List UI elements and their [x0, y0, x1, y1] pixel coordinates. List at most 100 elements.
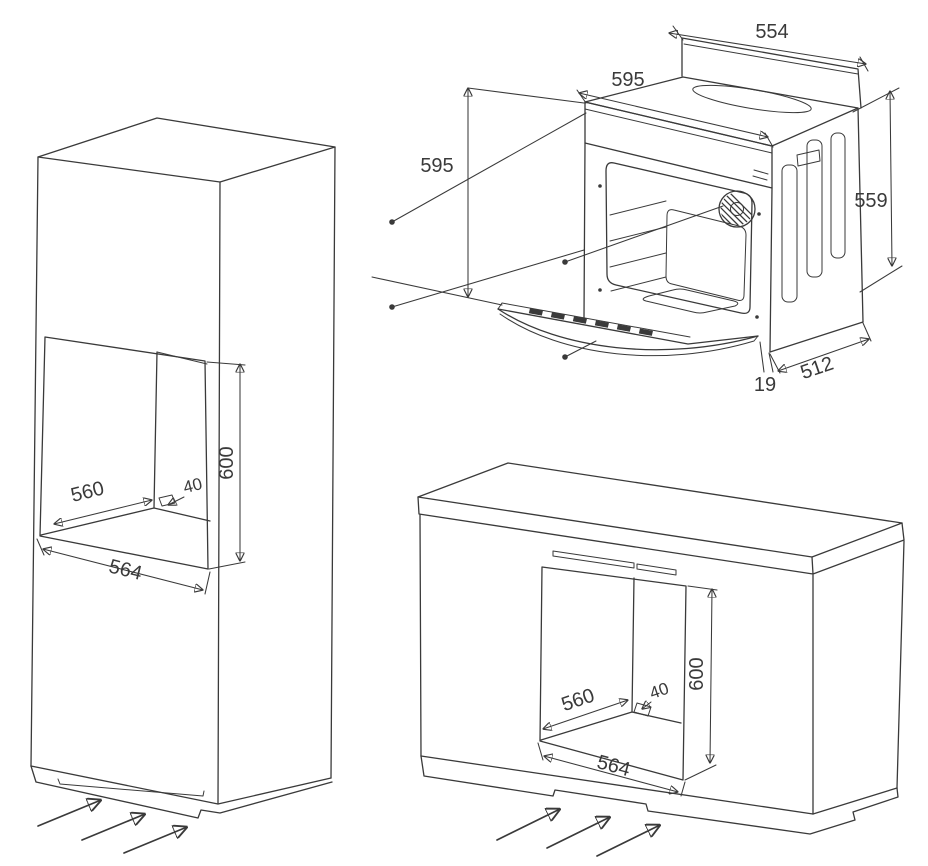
dim-554-label: 554 [755, 21, 788, 43]
airflow-arrow-icon [37, 800, 101, 827]
rear-spacer-block [633, 702, 652, 717]
oven-cavity-interior [609, 190, 756, 314]
dim-40-leader [168, 496, 185, 505]
body-back-right-edge [896, 540, 905, 789]
niche-opening [539, 566, 687, 781]
door-top-edge [497, 308, 759, 345]
dim-40-label: 40 [647, 679, 671, 703]
airflow-arrow-icon [123, 827, 187, 854]
leader-line [391, 249, 585, 308]
dim-560-line [54, 500, 152, 524]
frame-screw-hole [755, 315, 759, 319]
dim-559-extensions [852, 87, 903, 293]
top-recess-oval [692, 84, 812, 114]
tall-cabinet-niche [39, 336, 211, 570]
dim-40-leader [642, 702, 652, 709]
dim-554-line [669, 33, 866, 64]
side-vent-slot [830, 132, 846, 259]
door-vent-slot [594, 320, 609, 328]
airflow-arrow-icon [546, 817, 610, 849]
plinth-outline [30, 765, 333, 819]
dim-564-label: 564 [107, 555, 145, 584]
niche-back-corner [153, 351, 158, 509]
frame-screw-hole [757, 212, 761, 216]
dim-512-extensions [769, 322, 872, 374]
airflow-arrow-icon [496, 809, 560, 841]
dim-19-label: 19 [754, 374, 776, 396]
oven-dimensions: 554 595 595 559 5 [371, 21, 903, 396]
anti-tilt-strip [552, 550, 677, 576]
airflow-arrow-icon [596, 825, 660, 857]
frame-right-edge [769, 187, 773, 353]
countertop-front-face [417, 496, 905, 575]
cabinet-top-face [37, 117, 336, 183]
cabinet-back-right-edge [330, 146, 336, 779]
base-cabinet-dimensions: 600 560 40 564 [537, 585, 718, 797]
niche-back-corner [631, 577, 635, 713]
dim-512-line [778, 339, 869, 371]
countertop-top-face [417, 462, 903, 558]
tall-cabinet-airflow [37, 800, 187, 854]
base-cabinet-niche [539, 550, 687, 781]
body-left-edge [419, 514, 422, 757]
side-vent-slot [781, 164, 798, 303]
door-outer-curve [497, 308, 759, 351]
cabinet-front-right-edge [217, 181, 221, 805]
door-vent-slot [616, 324, 631, 332]
leader-dot [562, 259, 568, 265]
cavity-shelf-rails [609, 200, 667, 292]
niche-opening [39, 336, 209, 570]
dim-595-height-label: 595 [420, 155, 453, 177]
dim-600-extensions [206, 361, 246, 570]
niche-ceiling-back-edge [156, 351, 208, 365]
side-bottom-edge [769, 321, 864, 353]
tall-cabinet-view: 600 560 40 564 [30, 117, 336, 854]
dim-600-label: 600 [686, 657, 708, 690]
fan-icon [718, 190, 756, 228]
fan-hatching [720, 192, 754, 226]
dim-564-extensions [36, 538, 211, 595]
airflow-arrow-icon [81, 814, 145, 841]
dim-560-label: 560 [559, 684, 598, 716]
dim-559-line [890, 90, 892, 267]
base-cabinet-body [417, 462, 905, 835]
side-vent-slot [806, 139, 823, 278]
dim-560-line [543, 700, 628, 729]
dim-595-width-label: 595 [611, 69, 644, 91]
door-vent-slot [528, 308, 543, 316]
leader-dot [562, 354, 568, 360]
plinth-vent-slot [57, 778, 205, 797]
fan-hub-icon [730, 202, 744, 216]
door-inner-curve [499, 313, 759, 357]
cavity-opening [605, 162, 753, 315]
oven-control-panel [584, 101, 773, 189]
dim-595-height-extension [467, 87, 585, 104]
frame-left-edge [583, 142, 586, 319]
dim-600-extensions [684, 585, 718, 781]
oven-back-panel [681, 37, 862, 109]
dim-564-label: 564 [595, 751, 633, 781]
dim-595-height-extension-bottom [371, 276, 503, 306]
dim-40-label: 40 [181, 474, 204, 497]
door-vent-slot [572, 316, 587, 324]
body-bottom-right-edge [812, 787, 898, 815]
tall-cabinet-body [30, 117, 336, 819]
dim-564-line [43, 549, 203, 590]
dim-595-width-line [579, 93, 768, 137]
dim-554-extensions [672, 25, 869, 72]
plinth-outline [420, 755, 899, 835]
rating-plate [796, 149, 821, 167]
control-panel-latch-marks [752, 169, 769, 181]
leader-line [391, 112, 587, 223]
dim-564-extensions [537, 742, 686, 797]
door-vent-slot [550, 312, 565, 320]
dim-19-extensions [759, 341, 774, 373]
cavity-back-wall [665, 209, 747, 301]
dim-600-line [710, 588, 712, 764]
rear-spacer-block [158, 494, 176, 507]
dim-600-label: 600 [216, 446, 238, 479]
leader-line [564, 340, 597, 358]
dim-512-label: 512 [798, 352, 837, 384]
oven-right-side-panel [769, 107, 864, 353]
